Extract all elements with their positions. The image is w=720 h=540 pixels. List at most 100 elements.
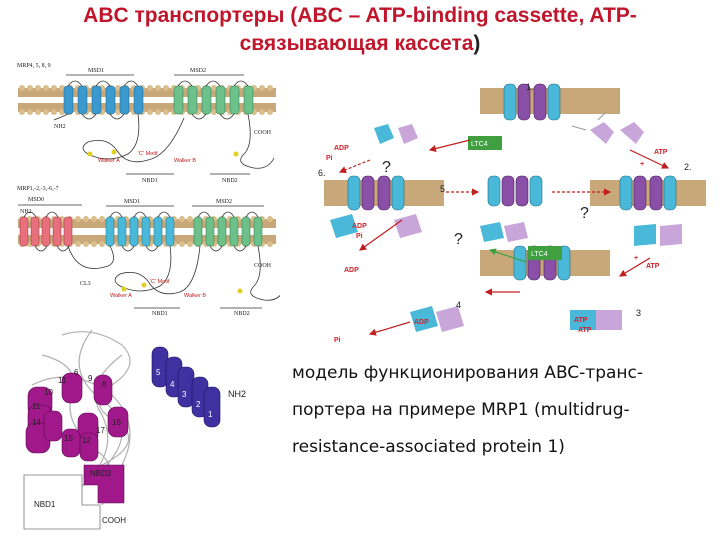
atp-label-3: ATP [574, 317, 588, 324]
ltc4-label-bottom: LTC4 [531, 251, 548, 258]
top-walker-b-dot [233, 151, 239, 157]
ltc4-badge-bottom [528, 246, 562, 260]
top-helices-msd1 [63, 85, 144, 115]
top-walker-b: Walker B [174, 158, 196, 164]
top-walker-a: Walker A [98, 158, 120, 164]
top-nh2: NH2 [54, 124, 66, 130]
bottom-cooh: COOH [254, 263, 272, 269]
helix-label-11b: 11 [32, 402, 41, 411]
structure-nh2: NH2 [228, 389, 246, 399]
transport-cycle-diagram: LTC4 [318, 82, 706, 344]
bottom-helices-msd1 [105, 216, 175, 247]
ltc4-arrow [488, 248, 527, 263]
plus-label-1: + [640, 161, 644, 168]
helix-label-9: 9 [88, 374, 93, 383]
topology-diagram-bottom: MRP1,-2,-3,-6,-7 MSD0 MSD1 MSD2 [17, 186, 280, 317]
top-cooh: COOH [254, 130, 272, 136]
bottom-helices-msd0 [19, 216, 73, 247]
step-2: 2. [684, 162, 692, 172]
bottom-c-motif-dot [141, 282, 147, 288]
structure-nbd2-shape [83, 464, 125, 504]
transporter-state-2 [619, 175, 682, 246]
structure-diagram: 11 6 9 8 10 11 14 17 16 15 12 5 4 3 2 1 … [23, 329, 246, 530]
top-nbd1: NBD1 [142, 178, 158, 184]
question-mark-1: ? [382, 159, 391, 176]
bottom-walker-b-dot [237, 288, 243, 294]
top-c-motif-dot [111, 149, 117, 155]
pi-label-3: Pi [334, 337, 341, 344]
helix-label-6: 6 [74, 368, 79, 377]
pi-label-2: Pi [356, 233, 363, 240]
bottom-msd0-label: MSD0 [28, 197, 44, 203]
structure-cooh: COOH [102, 516, 126, 525]
bottom-helices-msd2 [193, 216, 263, 247]
title-line-1: ABC транспортеры (ABC – ATP-binding cass… [83, 4, 637, 27]
helix-label-5: 5 [156, 368, 161, 377]
structure-nbd1-shape [23, 474, 101, 530]
top-msd2-label: MSD2 [190, 68, 206, 74]
helix-label-16: 16 [112, 418, 121, 427]
top-c-motif: 'C' Motif [138, 151, 158, 157]
ltc4-badge-top [468, 136, 502, 150]
bottom-msd2-label: MSD2 [216, 199, 232, 205]
topology-diagram-top: MRP4, 5, 8, 9 MSD1 MSD2 NH2 COOH [17, 63, 276, 184]
top-msd1-label: MSD1 [88, 68, 104, 74]
helix-label-11a: 11 [58, 376, 67, 385]
helix-label-17: 17 [96, 426, 105, 435]
helix-label-3: 3 [182, 390, 187, 399]
step-5: 5 [440, 184, 445, 194]
transporter-state-6 [330, 175, 422, 238]
helix-label-2: 2 [196, 400, 201, 409]
adp-label-1: ADP [334, 145, 349, 152]
bottom-walker-a: Walker A [110, 293, 132, 299]
top-family-label: MRP4, 5, 8, 9 [17, 63, 51, 69]
atp-label-1: ATP [654, 149, 668, 156]
helix-label-14: 14 [32, 418, 41, 427]
caption-line-2: портера на примере MRP1 (multidrug- [292, 400, 630, 420]
step-4: 4 [456, 300, 461, 310]
bottom-walker-b: Walker B [184, 293, 206, 299]
helix-label-15: 15 [64, 434, 73, 443]
pi-label-1: Pi [326, 155, 333, 162]
ltc4-label-top: LTC4 [471, 141, 488, 148]
step-3: 3 [636, 308, 641, 318]
helix-label-4: 4 [170, 380, 175, 389]
atp-label-4: ATP [578, 327, 592, 334]
top-helices-msd2 [173, 85, 254, 115]
step-1: 1. [526, 82, 534, 92]
helix-label-8: 8 [102, 380, 107, 389]
small-nbd-pair-top-left [374, 124, 418, 144]
bottom-cl3: CL3 [80, 281, 91, 287]
adp-label-3: ADP [344, 267, 359, 274]
structure-violet-helices [151, 346, 221, 428]
bottom-c-motif: 'C' Motif [150, 279, 170, 285]
bottom-nh2: NH2 [20, 209, 32, 215]
plus-label-2: + [634, 255, 638, 262]
structure-nbd1-label: NBD1 [34, 500, 56, 509]
cycle-arrows [338, 139, 670, 336]
caption: модель функционирования ABC-транс- порте… [292, 355, 712, 466]
atp-label-2: ATP [646, 263, 660, 270]
helix-label-1: 1 [208, 410, 213, 419]
bottom-family-label: MRP1,-2,-3,-6,-7 [17, 186, 59, 192]
adp-label-2: ADP [352, 223, 367, 230]
title-line-2: связывающая кассета) [20, 30, 700, 58]
title-line-2-text: связывающая кассета [239, 32, 474, 55]
title-close-paren: ) [473, 32, 481, 55]
step-6: 6. [318, 168, 326, 178]
caption-line-3: resistance-associated protein 1) [292, 437, 565, 457]
helix-label-12: 12 [82, 436, 91, 445]
slide-title: ABC транспортеры (ABC – ATP-binding cass… [20, 2, 700, 58]
helix-label-10: 10 [44, 388, 53, 397]
transporter-state-1 [503, 83, 644, 144]
structure-nbd2-label: NBD2 [90, 469, 112, 478]
structure-magenta-helices [25, 372, 129, 462]
top-walker-a-dot [87, 151, 93, 157]
bottom-nbd2: NBD2 [234, 311, 250, 317]
bottom-walker-a-dot [121, 286, 127, 292]
bottom-msd1-label: MSD1 [124, 199, 140, 205]
caption-line-1: модель функционирования ABC-транс- [292, 363, 644, 383]
bottom-nbd1: NBD1 [152, 311, 168, 317]
transporter-state-5 [480, 175, 543, 242]
